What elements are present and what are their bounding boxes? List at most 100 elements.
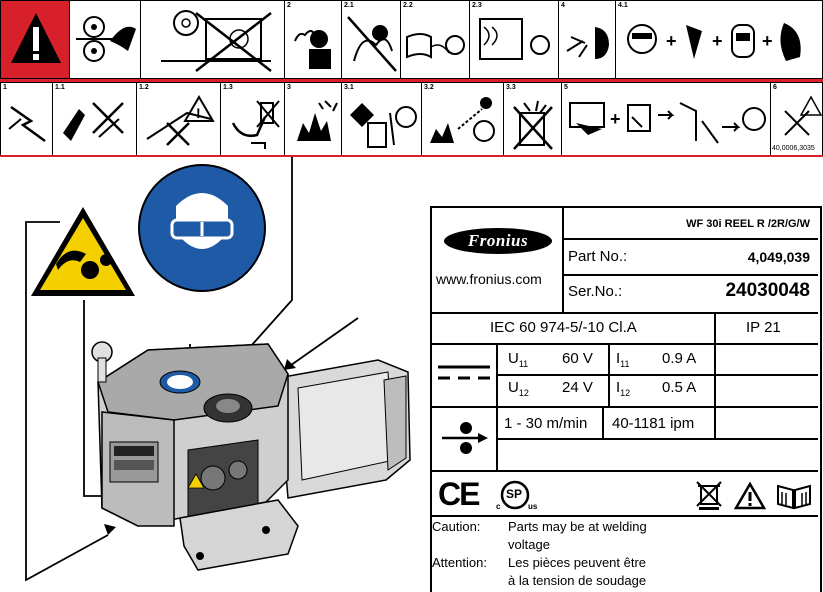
standard: IEC 60 974-5/-10 Cl.A: [490, 319, 637, 336]
fumes-inhalation-icon: [294, 30, 331, 69]
divider: [496, 438, 818, 440]
top-cell-fumes: 2: [284, 0, 342, 79]
svg-text:!: !: [196, 105, 201, 121]
serial-label: Ser.No.:: [568, 283, 623, 300]
svg-text:+: +: [762, 31, 773, 51]
speed-imperial: 40-1181 ipm: [612, 415, 695, 432]
u12-label: U12: [508, 379, 529, 398]
divider: [562, 274, 818, 276]
second-cell-manual: 5 +: [561, 82, 771, 156]
brand-logo: [444, 228, 552, 254]
ce-mark: CE: [438, 476, 480, 512]
divider: [496, 374, 818, 376]
second-cell-no-modify: 6 40,0006,3035: [770, 82, 823, 156]
divider: [562, 238, 818, 240]
top-cell-open-unit: [140, 0, 285, 79]
second-cell-disconnect: 1.3: [220, 82, 285, 156]
second-cell-containers: 3.3: [503, 82, 562, 156]
top-cell-arc-rays: 4: [558, 0, 616, 79]
i11-label: I11: [616, 350, 630, 369]
disconnect-power-icon: [231, 100, 280, 149]
cell-number: 1.1: [55, 84, 65, 91]
no-fumes-icon: [347, 16, 397, 72]
attention-text-2: à la tension de soudage: [508, 573, 647, 588]
cell-number: 6: [773, 84, 777, 91]
second-cell-gloves: 1.1: [52, 82, 137, 156]
serial-value: 24030048: [725, 280, 810, 301]
caution-text-2: voltage: [508, 537, 550, 552]
i12-value: 0.5 A: [662, 379, 697, 396]
insulating-gloves-icon: [63, 102, 124, 141]
attention-text-1: Les pièces peuvent être: [508, 555, 647, 570]
top-cell-protective: 4.1 + + +: [615, 0, 823, 79]
ip-rating: IP 21: [746, 319, 781, 336]
caution-text-1: Parts may be at welding: [508, 519, 647, 534]
drive-rolls-crush-icon: [76, 16, 136, 62]
second-cell-firewatch: 3.2: [421, 82, 504, 156]
wire-feeder-illustration: [91, 341, 411, 571]
part-label: Part No.:: [568, 248, 628, 265]
csa-mark-icon: [500, 480, 530, 510]
read-manual-icon: +: [569, 102, 766, 144]
cell-number: 2: [287, 2, 291, 9]
insulate-workpiece-icon: !: [146, 95, 215, 146]
top-cell-drive-rolls: [69, 0, 141, 79]
remove-flammables-icon: [350, 103, 417, 148]
second-cell-shock: 1: [0, 82, 53, 156]
divider: [430, 470, 818, 472]
csa-mark: SP: [506, 487, 523, 501]
u11-label: U11: [508, 350, 529, 369]
part-value: 4,049,039: [747, 249, 810, 265]
cell-number: 4.1: [618, 2, 628, 9]
electric-shock-icon: [8, 105, 46, 143]
cell-number: 4: [561, 2, 565, 9]
cell-number: 2.1: [344, 2, 354, 9]
read-manual-book-icon: [777, 484, 811, 510]
arc-rays-icon: [566, 27, 609, 59]
sparks-fire-icon: [297, 100, 338, 141]
divider: [602, 408, 604, 438]
u12-value: 24 V: [562, 379, 593, 396]
top-cell-general-warning: [0, 0, 70, 79]
svg-text:+: +: [610, 109, 621, 129]
wire-feed-icon: [442, 422, 488, 454]
cell-number: 2.2: [403, 2, 413, 9]
divider: [496, 408, 498, 472]
brand-block: [430, 206, 564, 312]
protective-equipment-icon: + + +: [627, 23, 801, 61]
u11-value: 60 V: [562, 350, 593, 367]
fire-watch-icon: [430, 97, 495, 143]
cell-number: 1: [3, 84, 7, 91]
cell-number: 3.1: [344, 84, 354, 91]
caution-triangle-icon: [733, 481, 767, 510]
speed-metric: 1 - 30 m/min: [504, 415, 588, 432]
divider: [430, 406, 818, 408]
divider: [430, 515, 818, 517]
svg-text:+: +: [666, 31, 677, 51]
nameplate: Fronius www.fronius.com WF 30i REEL R /2…: [430, 206, 822, 592]
top-cell-ventilation: 2.3: [469, 0, 559, 79]
dc-symbol-icon: [438, 365, 490, 380]
cell-number: 1.2: [139, 84, 149, 91]
general-warning-icon: [11, 13, 61, 63]
attention-label: Attention:: [432, 555, 487, 570]
model-name: WF 30i REEL R /2R/G/W: [686, 218, 810, 230]
csa-c: c: [496, 502, 501, 511]
i12-label: I12: [616, 379, 631, 398]
ventilation-icon: [479, 18, 550, 60]
no-modify-icon: [784, 95, 822, 136]
top-cell-extraction: 2.2: [400, 0, 470, 79]
second-red-divider: [0, 155, 823, 157]
top-cell-no-fumes: 2.1: [341, 0, 401, 79]
weee-bin-icon: [696, 481, 722, 510]
cell-number: 5: [564, 84, 568, 91]
cell-number: 1.3: [223, 84, 233, 91]
i11-value: 0.9 A: [662, 350, 697, 367]
divider: [430, 343, 818, 345]
cell-number: 3.3: [506, 84, 516, 91]
entanglement-warning-sign: [31, 207, 135, 296]
website: www.fronius.com: [436, 271, 542, 287]
no-welding-containers-icon: [513, 100, 553, 150]
divider: [714, 314, 716, 408]
csa-us: us: [528, 502, 538, 511]
